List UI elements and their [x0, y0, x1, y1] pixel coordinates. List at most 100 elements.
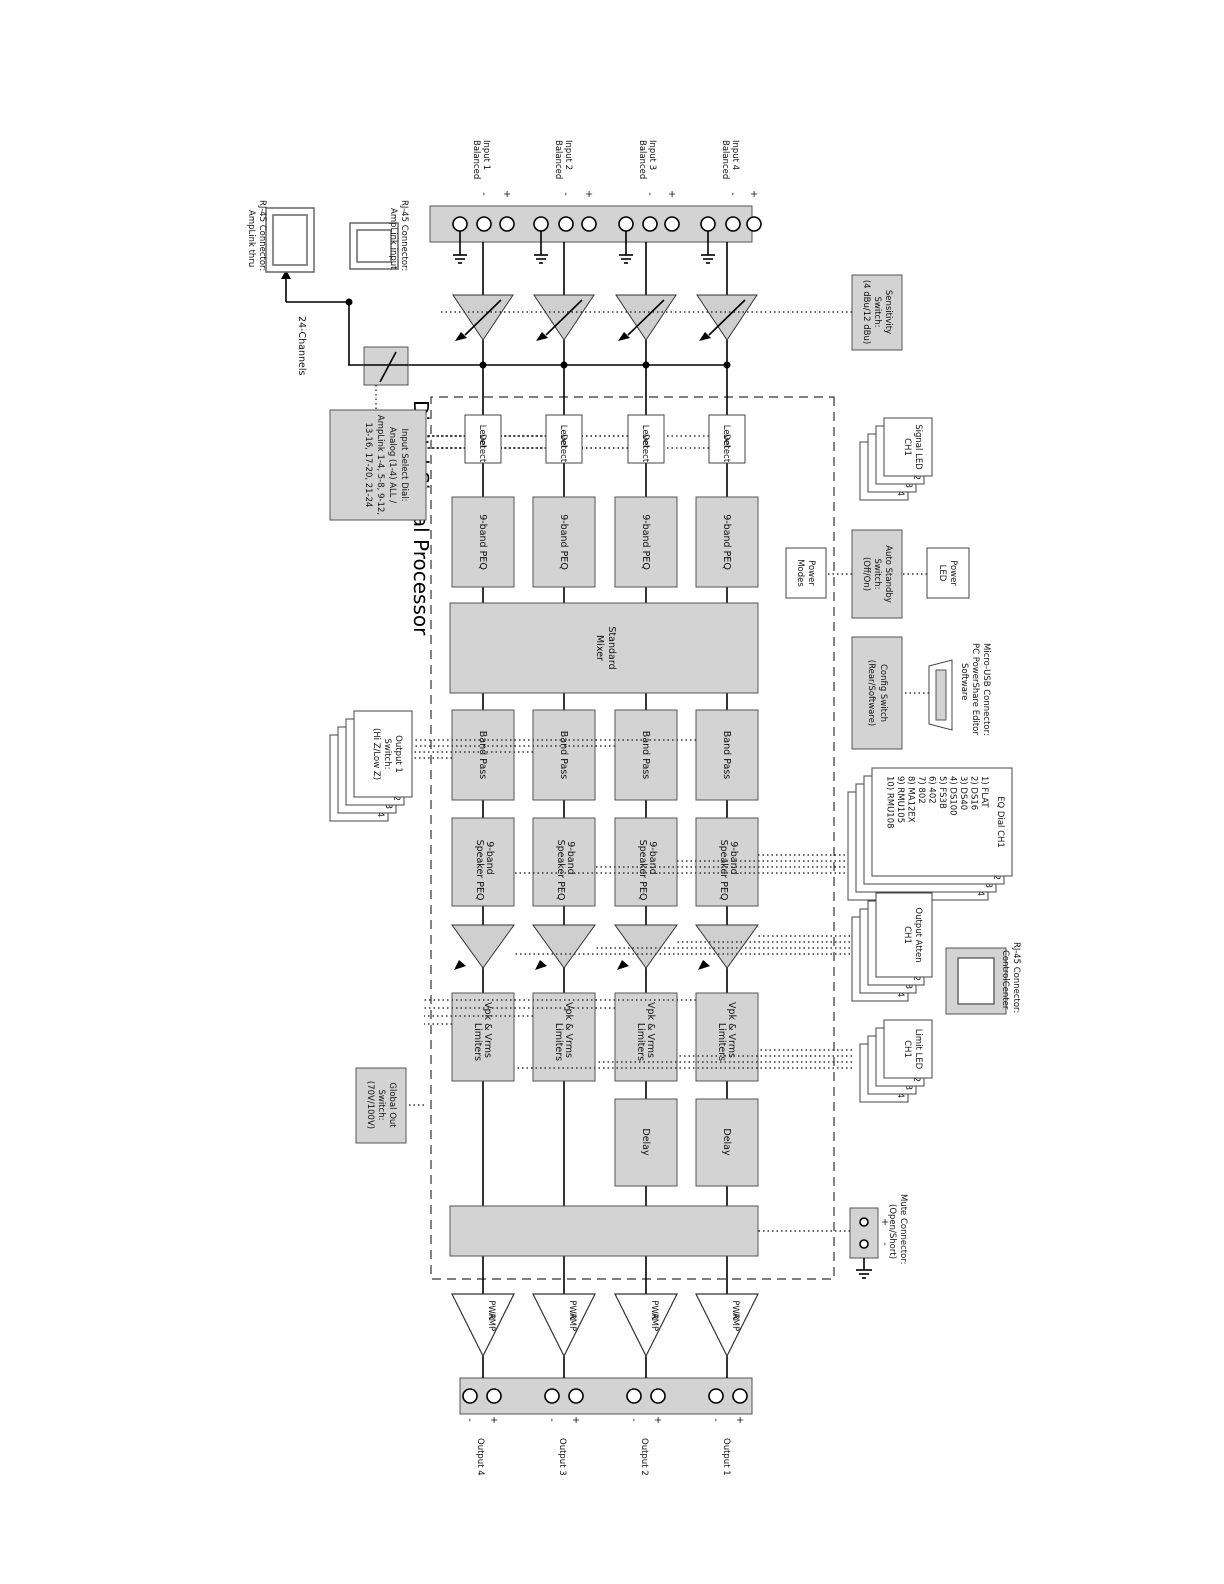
svg-text:Level: Level — [721, 425, 731, 447]
svg-text:9-band PEQ: 9-band PEQ — [477, 514, 488, 570]
svg-text:Delay: Delay — [640, 1128, 651, 1156]
svg-text:EQ Dial CH1: EQ Dial CH1 — [995, 796, 1005, 848]
svg-text:Limiters: Limiters — [635, 1023, 646, 1061]
svg-text:-: - — [628, 1418, 639, 1421]
auto-standby-line-2: Switch: — [872, 559, 882, 590]
sensitivity-line-2: Switch: — [872, 297, 882, 328]
power-modes-line-2: Modes — [795, 559, 805, 587]
dsp-boundary — [430, 396, 835, 1280]
power-led-line-2: LED — [937, 565, 947, 582]
svg-text:PWR: PWR — [649, 1300, 659, 1320]
svg-text:+: + — [570, 1416, 581, 1424]
svg-text:Detect: Detect — [640, 434, 650, 463]
input-label-2: Input 2 — [563, 140, 573, 170]
power-led-box — [926, 547, 970, 599]
svg-text:Band Pass: Band Pass — [640, 731, 651, 779]
svg-text:-: - — [464, 1418, 475, 1421]
power-modes-box — [785, 547, 827, 599]
peq-4: 9-band PEQ — [451, 496, 515, 588]
rj45-in-label-1: RJ-45 Connector: — [399, 200, 409, 271]
svg-text:PWR: PWR — [730, 1300, 740, 1320]
input-terminals — [452, 216, 762, 264]
svg-text:Level: Level — [558, 425, 568, 447]
global-out-line-2: Switch: — [376, 1090, 386, 1121]
input-select-line-4: 13-16, 17-20, 21-24 — [363, 423, 373, 508]
svg-text:AMP: AMP — [567, 1313, 577, 1331]
mute-connector-line-2: (Open/Short) — [887, 1204, 897, 1259]
svg-text:-: - — [727, 192, 738, 195]
delay-2: Delay — [614, 1098, 678, 1187]
signal-led-box — [883, 417, 933, 477]
input-label-3: Input 3 — [647, 140, 657, 170]
svg-text:3) DS40: 3) DS40 — [958, 776, 968, 810]
svg-text:Vpk & Vrms: Vpk & Vrms — [726, 1002, 737, 1058]
svg-text:1) FLAT: 1) FLAT — [979, 776, 989, 808]
input-select-line-3: AmpLink 1-4, 5-8, 9-12, — [375, 415, 385, 515]
auto-standby-line-1: Auto Standby — [883, 545, 893, 603]
standard-mixer-label-1: Standard — [606, 626, 617, 669]
rj45-thru-label-2: AmpLink thru — [246, 210, 256, 267]
input-select-line-1: Input Select Dial: — [399, 429, 409, 502]
svg-text:9-band: 9-band — [484, 841, 495, 874]
svg-text:+: + — [666, 190, 677, 198]
mute-connector-box — [849, 1207, 879, 1259]
svg-text:Output Atten: Output Atten — [913, 907, 923, 962]
svg-text:-: - — [478, 192, 489, 195]
peq-1: 9-band PEQ — [695, 496, 759, 588]
output-atten-triangle-1 — [695, 924, 759, 969]
svg-text:Speaker PEQ: Speaker PEQ — [637, 840, 648, 901]
svg-text:+: + — [652, 1416, 663, 1424]
output-label-2: Output 2 — [639, 1438, 649, 1476]
output-label-4: Output 4 — [475, 1438, 485, 1476]
svg-text:AMP: AMP — [730, 1313, 740, 1331]
input-sub-3: Balanced — [637, 140, 647, 179]
config-switch-line-2: (Rear/Software) — [866, 660, 876, 726]
mute-minus: - — [879, 1242, 890, 1245]
svg-text:AMP: AMP — [486, 1313, 496, 1331]
channels-label: 24-Channels — [296, 316, 307, 376]
svg-text:Delay: Delay — [721, 1128, 732, 1156]
output-atten-triangle-2 — [614, 924, 678, 969]
global-out-line-1: Global Out — [387, 1082, 397, 1128]
output-atten-triangle-4 — [451, 924, 515, 969]
svg-text:Limiters: Limiters — [472, 1023, 483, 1061]
svg-text:Band Pass: Band Pass — [477, 731, 488, 779]
svg-text:Detect: Detect — [721, 434, 731, 463]
svg-text:CH1: CH1 — [902, 1040, 912, 1058]
mute-switch-bar — [449, 1205, 759, 1257]
mute-plus: + — [879, 1218, 890, 1226]
rj45-in-label-2: AmpLink input — [388, 208, 398, 270]
input-select-dial-box — [329, 409, 427, 521]
svg-text:Speaker PEQ: Speaker PEQ — [718, 840, 729, 901]
standard-mixer-block — [449, 602, 759, 694]
svg-text:4) DS100: 4) DS100 — [948, 776, 958, 816]
svg-text:6) 402: 6) 402 — [927, 776, 937, 804]
svg-text:Signal LED: Signal LED — [913, 424, 923, 470]
config-switch-line-1: Config Switch — [878, 664, 888, 722]
svg-text:Level: Level — [477, 425, 487, 447]
svg-text:-: - — [644, 192, 655, 195]
svg-text:+: + — [501, 190, 512, 198]
svg-text:Detect: Detect — [477, 434, 487, 463]
svg-text:+: + — [488, 1416, 499, 1424]
svg-text:8) MA12EX: 8) MA12EX — [906, 776, 916, 823]
